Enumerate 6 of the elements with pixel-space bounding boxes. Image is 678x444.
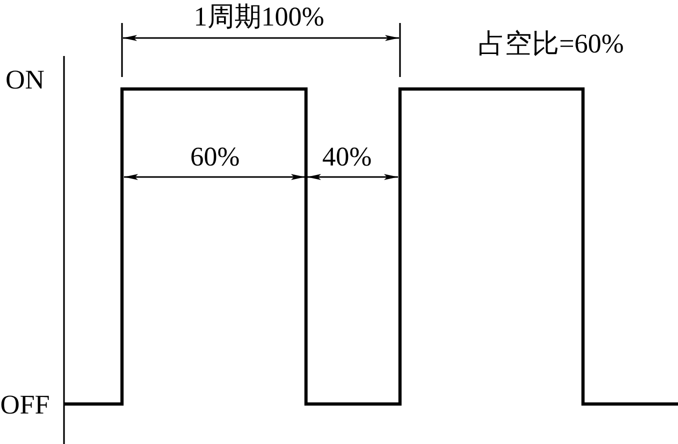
level-label: OFF [0, 392, 50, 418]
level-label: ON [6, 66, 44, 94]
dimension-label: 40% [322, 144, 372, 170]
duty-cycle-label: 占空比=60% [478, 30, 624, 58]
period-label: 1周期100% [194, 4, 324, 30]
dimension-label: 60% [190, 144, 240, 170]
